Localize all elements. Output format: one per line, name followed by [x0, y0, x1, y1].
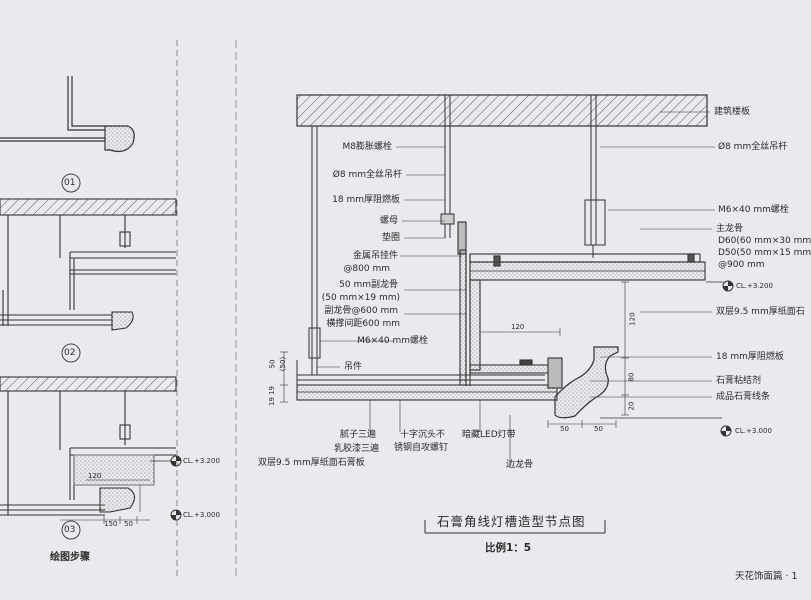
dim-50-left: 50 — [268, 359, 277, 369]
dim-20: 20 — [627, 401, 636, 411]
label-rod-left: Ø8 mm全丝吊杆 — [332, 170, 402, 180]
left-dim-50: 50 — [124, 520, 133, 528]
left-caption: 绘图步骤 — [50, 552, 90, 563]
step-01-marker — [61, 173, 81, 193]
left-dim-150: 150 — [104, 520, 118, 528]
page-footer: 天花饰面篇 · 1 — [735, 571, 798, 582]
label-hanger: 吊件 — [344, 362, 363, 372]
step-03-marker — [61, 520, 81, 540]
drawing-scale: 比例1：5 — [485, 542, 532, 554]
suspension-rods — [308, 95, 606, 375]
lower-plasterboard — [296, 374, 558, 401]
label-putty: 腻子三遍 — [340, 430, 377, 440]
building-slab — [296, 94, 708, 127]
label-double-board-bottom: 双层9.5 mm厚纸面石膏板 — [258, 458, 365, 468]
main-cl-symbol-bottom — [600, 417, 732, 437]
dim-80: 80 — [627, 372, 636, 382]
label-metal-hanger: 金属吊挂件 — [352, 251, 398, 261]
label-hanger-spacing: @800 mm — [343, 264, 390, 274]
label-keel-spacing: @900 mm — [718, 260, 765, 270]
step-label-02: 02 — [64, 348, 76, 358]
step-01-sketch — [0, 76, 135, 153]
dim-50-paren: (50) — [279, 356, 288, 372]
main-cl-label-top: CL.+3.200 — [736, 282, 773, 290]
label-edge-keel: 边龙骨 — [506, 460, 534, 470]
main-cl-label-bottom: CL.+3.000 — [735, 427, 772, 435]
dim-120-vertical: 120 — [628, 312, 637, 326]
step-label-01: 01 — [64, 178, 76, 188]
step-03-sketch — [0, 376, 177, 524]
left-cl-label-bottom: CL.+3.000 — [183, 511, 220, 519]
label-screw-line2: 锈钢自攻螺钉 — [394, 443, 449, 453]
label-brace-spacing: 横撑间距600 mm — [326, 319, 400, 329]
label-sub-keel: 50 mm副龙骨 — [339, 280, 398, 290]
label-m6-bolt-left: M6×40 mm螺栓 — [357, 336, 428, 346]
label-keel-d60: D60(60 mm×30 mm — [718, 236, 811, 246]
left-dim-120: 120 — [88, 472, 102, 480]
label-slab: 建筑楼板 — [714, 107, 751, 117]
label-keel-d50: D50(50 mm×15 mm — [718, 248, 811, 258]
label-latex-paint: 乳胶漆三遍 — [334, 444, 380, 454]
label-nut: 螺母 — [379, 216, 398, 226]
left-cl-symbol-bottom — [170, 509, 182, 521]
label-fire-board-top: 18 mm厚阻燃板 — [332, 195, 400, 205]
label-led: 暗藏LED灯带 — [462, 430, 516, 440]
label-sub-keel-size: (50 mm×19 mm) — [321, 293, 400, 303]
label-plaster-cornice: 成品石膏线条 — [716, 392, 771, 402]
dim-19-19: 19 19 — [268, 385, 277, 407]
left-cl-label-top: CL.+3.200 — [183, 457, 220, 465]
dim-50-b: 50 — [594, 425, 603, 433]
dim-120-horizontal: 120 — [511, 323, 525, 331]
label-double-board-right: 双层9.5 mm厚纸面石 — [716, 307, 805, 317]
label-m8-bolt: M8膨胀螺栓 — [342, 142, 393, 152]
label-washer: 垫圈 — [381, 233, 400, 243]
label-main-keel: 主龙骨 — [716, 224, 744, 234]
metal-hanger — [457, 221, 471, 386]
left-cl-symbol-top — [150, 455, 182, 467]
main-cl-symbol-top — [706, 280, 734, 292]
drawing-title: 石膏角线灯槽造型节点图 — [437, 514, 586, 529]
label-rod-right: Ø8 mm全丝吊杆 — [718, 142, 788, 152]
plaster-cornice — [554, 346, 619, 419]
step-02-marker — [61, 343, 81, 363]
label-m6-bolt-right: M6×40 mm螺栓 — [718, 205, 789, 215]
label-plaster-adhesive: 石膏粘结剂 — [716, 376, 762, 386]
dim-50-a: 50 — [560, 425, 569, 433]
leader-lines — [317, 111, 715, 467]
step-02-sketch — [0, 198, 177, 331]
step-label-03: 03 — [64, 525, 76, 535]
trough-board — [469, 357, 563, 389]
label-sub-keel-spacing: 副龙骨@600 mm — [324, 306, 398, 316]
upper-plasterboard — [469, 261, 706, 371]
label-fire-board-right: 18 mm厚阻燃板 — [716, 352, 784, 362]
label-screw-line1: 十字沉头不 — [400, 430, 446, 440]
dimension-lines — [280, 281, 629, 428]
